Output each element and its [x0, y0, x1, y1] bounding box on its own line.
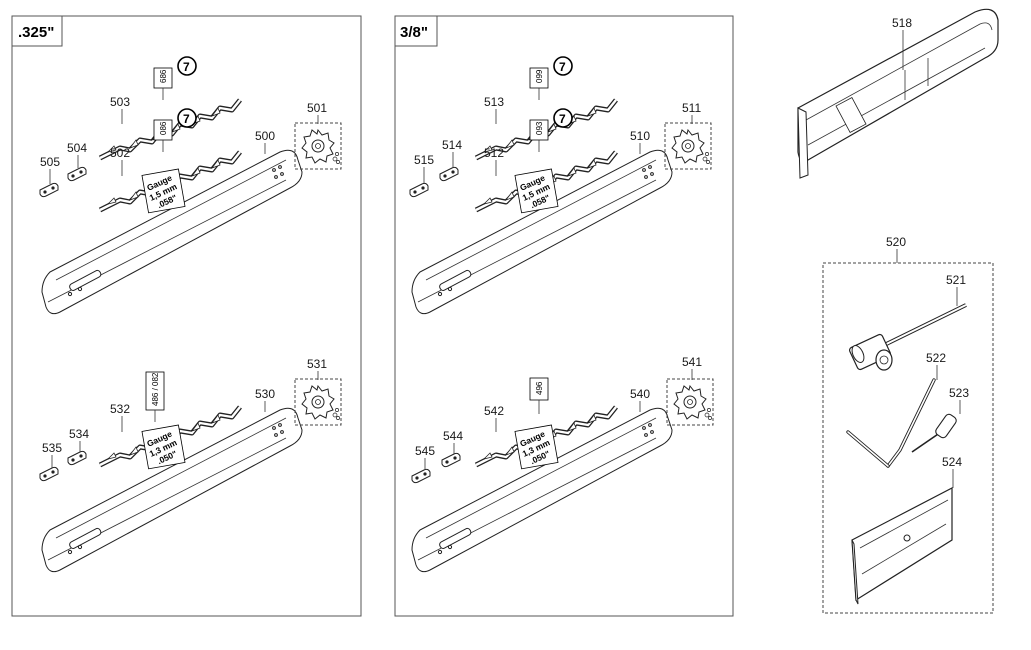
allen-key-522 [846, 378, 936, 468]
part-label-540: 540 [630, 387, 650, 401]
badge-7-b: 7 [183, 112, 190, 126]
part-label-513: 513 [484, 95, 504, 109]
gauge-box-15-middle [514, 168, 559, 214]
part-label-520: 520 [886, 235, 906, 249]
chain-link-505 [39, 182, 59, 198]
part-label-532: 532 [110, 402, 130, 416]
part-label-542: 542 [484, 404, 504, 418]
badge-7-a: 7 [183, 60, 190, 74]
gauge-box-13-middle [514, 424, 559, 470]
bar-cover-518 [797, 8, 999, 179]
gauge-box-15-left [141, 168, 186, 214]
chain-link-504 [67, 166, 87, 182]
part-label-531: 531 [307, 357, 327, 371]
chain-link-515 [409, 182, 429, 198]
part-label-534: 534 [69, 427, 89, 441]
section-38-title-box [394, 15, 438, 47]
tool-kit-520-frame [822, 262, 994, 614]
chain-code-496: 496 [535, 381, 544, 395]
part-label-541: 541 [682, 355, 702, 369]
badge-7-c: 7 [559, 60, 566, 74]
combi-wrench-521 [849, 303, 967, 371]
chain-code-099: 099 [535, 69, 544, 83]
chain-code-686: 686 [159, 69, 168, 83]
part-label-524: 524 [942, 455, 962, 469]
chain-code-093: 093 [535, 121, 544, 135]
section-325-title-box [11, 15, 63, 47]
part-label-522: 522 [926, 351, 946, 365]
chain-link-534 [67, 450, 87, 466]
part-label-503: 503 [110, 95, 130, 109]
chain-link-535 [39, 466, 59, 482]
part-label-521: 521 [946, 273, 966, 287]
section-325-frame [11, 15, 362, 617]
part-label-515: 515 [414, 153, 434, 167]
sprocket-541 [666, 378, 714, 426]
sprocket-501 [294, 122, 342, 170]
part-label-523: 523 [949, 386, 969, 400]
part-label-504: 504 [67, 141, 87, 155]
part-label-511: 511 [682, 101, 701, 115]
chain-code-086: 086 [159, 121, 168, 135]
part-label-518: 518 [892, 16, 912, 30]
part-label-501: 501 [307, 101, 327, 115]
section-38-frame [394, 15, 734, 617]
screwdriver-523 [911, 413, 957, 453]
section-38-title: 3/8" [400, 24, 428, 41]
chain-code-486-082: 486 / 082 [151, 372, 160, 406]
part-label-544: 544 [443, 429, 463, 443]
sprocket-511 [664, 122, 712, 170]
chain-link-514 [439, 166, 459, 182]
chain-link-544 [441, 452, 461, 468]
part-label-510: 510 [630, 129, 650, 143]
part-label-505: 505 [40, 155, 60, 169]
gauge-box-13-left [141, 424, 186, 470]
part-label-500: 500 [255, 129, 275, 143]
part-label-535: 535 [42, 441, 62, 455]
manual-pouch-524 [851, 487, 953, 605]
part-label-530: 530 [255, 387, 275, 401]
part-label-512: 512 [484, 146, 504, 160]
section-325-title: .325" [18, 24, 54, 41]
part-label-545: 545 [415, 444, 435, 458]
part-label-502: 502 [110, 146, 130, 160]
chain-link-545 [411, 468, 431, 484]
part-label-514: 514 [442, 138, 462, 152]
sprocket-531 [294, 378, 342, 426]
badge-7-d: 7 [559, 112, 566, 126]
